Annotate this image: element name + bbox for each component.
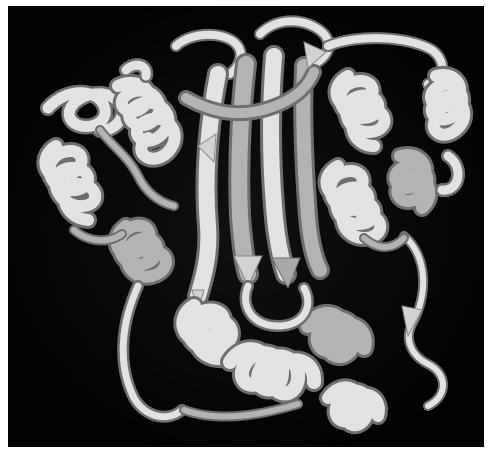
protein-ribbon-illustration <box>8 6 484 447</box>
protein-structure-photo <box>8 6 484 447</box>
